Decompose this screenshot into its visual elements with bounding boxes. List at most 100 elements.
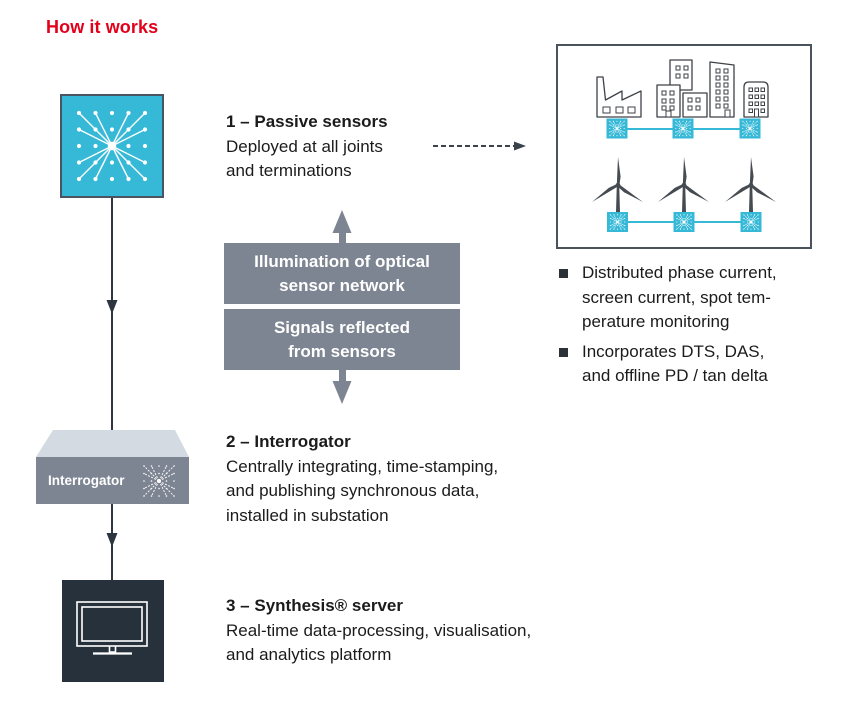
wind-turbine-icon	[658, 157, 709, 212]
sensor-dot	[743, 228, 745, 230]
sensor-center	[107, 141, 117, 151]
window	[723, 103, 729, 109]
sensor-dot	[623, 135, 625, 137]
sensor-dot	[690, 214, 692, 216]
light-ray	[747, 214, 752, 223]
sensor-dot	[623, 127, 625, 130]
sensor-dot	[142, 143, 148, 149]
window	[695, 97, 701, 103]
sensor-dot	[173, 480, 175, 482]
sensor-dot	[746, 214, 748, 216]
sensor-dot	[676, 225, 678, 227]
sensor-dot	[675, 135, 677, 137]
sensor-dot	[158, 487, 160, 490]
light-ray	[609, 124, 618, 129]
sensor-dot	[690, 228, 692, 230]
light-ray	[111, 112, 130, 147]
sensor-dot	[612, 131, 614, 133]
window	[748, 87, 753, 92]
light-ray	[682, 128, 691, 136]
light-ray	[94, 145, 113, 180]
sensor-dot	[689, 131, 691, 133]
sensor-dot	[749, 135, 751, 137]
bullet-square-icon	[559, 347, 568, 357]
sensor-dot	[682, 135, 684, 137]
light-ray	[746, 128, 751, 136]
light-ray	[746, 121, 751, 129]
light-ray	[749, 121, 754, 129]
sensor-dot	[757, 225, 759, 227]
sensor-center	[616, 220, 619, 224]
turbine-hub	[681, 182, 687, 188]
light-ray	[616, 121, 621, 129]
sensor-dot	[150, 465, 153, 467]
sensor-dot	[624, 217, 626, 219]
sensor-dot	[609, 135, 611, 137]
sensor-dot	[676, 228, 678, 230]
sensor-dot	[746, 228, 748, 230]
sensor-dot	[756, 120, 758, 122]
sensor-dot	[754, 221, 756, 223]
light-ray	[750, 218, 759, 223]
light-ray	[749, 121, 758, 129]
sensor-dot	[158, 465, 160, 467]
sensor-dot	[756, 124, 758, 126]
feature-line: Incorporates DTS, DAS,	[582, 341, 765, 361]
sensor-dot	[676, 214, 678, 216]
light-ray	[683, 221, 688, 230]
turbine-blade	[749, 157, 754, 185]
sensor-dot	[109, 176, 115, 182]
sensor-center	[749, 220, 753, 224]
light-ray	[151, 480, 160, 497]
arrow-up-icon	[332, 210, 352, 244]
sensor-dot	[150, 487, 153, 490]
sensor-dot	[682, 131, 684, 133]
sensor-dot	[126, 143, 131, 149]
sensor-dot	[76, 127, 82, 132]
sensor-dot	[757, 228, 759, 230]
sensor-dot	[109, 127, 115, 132]
light-ray	[616, 128, 625, 133]
building	[682, 92, 708, 118]
deployment-illustration	[556, 44, 812, 249]
sensor-center	[681, 127, 685, 130]
sensor-dot	[756, 135, 758, 137]
sensor-dot	[756, 131, 758, 133]
sensor-dot	[675, 124, 677, 126]
sensor-dot	[620, 135, 622, 137]
sensor-dot	[757, 214, 759, 216]
sensor-dot	[682, 120, 684, 122]
flow-box-line: from sensors	[288, 342, 396, 361]
light-ray	[78, 128, 113, 147]
sensor-dot	[686, 127, 688, 130]
window	[661, 98, 667, 104]
sensor-dot	[150, 472, 153, 475]
turbine-blade	[682, 157, 687, 185]
arrow-down-icon	[332, 369, 352, 404]
light-ray	[610, 221, 618, 226]
light-ray	[613, 121, 618, 129]
light-ray	[158, 480, 175, 497]
light-ray	[616, 121, 625, 129]
sensor-dot	[689, 124, 691, 126]
step-description-line: Centrally integrating, time-stamping,	[226, 456, 499, 476]
sensor-dot	[750, 228, 752, 230]
window	[669, 90, 675, 96]
step-heading: 3 – Synthesis® server	[226, 596, 403, 615]
sensor-dot	[750, 225, 752, 227]
light-ray	[750, 214, 755, 223]
light-ray	[78, 145, 113, 164]
step-interrogator: 2 – Interrogator Centrally integrating, …	[226, 430, 498, 528]
sensor-dot	[745, 127, 747, 130]
sensor-dot	[609, 217, 611, 219]
turbine-tower	[682, 185, 686, 212]
arrow-down-icon	[106, 300, 118, 314]
sensor-dot	[687, 228, 689, 230]
sensor-dot	[620, 221, 622, 223]
sensor-dot	[757, 221, 759, 223]
window	[615, 106, 624, 114]
sensor-dot	[142, 110, 148, 116]
light-ray	[675, 128, 684, 133]
sensor-dot	[745, 135, 747, 137]
window	[754, 94, 759, 99]
